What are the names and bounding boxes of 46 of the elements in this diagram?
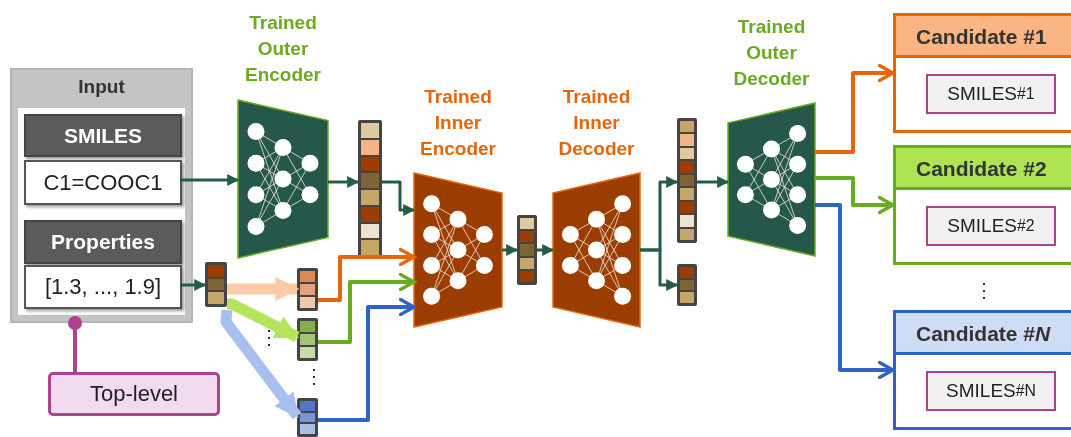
arrow (180, 279, 207, 291)
arrow (697, 176, 730, 188)
candidate-card (893, 145, 1071, 265)
vector-bar (297, 268, 318, 311)
vector-bar (297, 398, 318, 437)
section-heading: Properties (24, 220, 182, 264)
panel-title: Input (77, 76, 126, 98)
ellipsis-dots: ⋮ (304, 366, 324, 386)
input-panel (10, 68, 193, 323)
vector-bar (358, 120, 382, 258)
arrow (815, 203, 895, 380)
vector-bar (205, 262, 227, 307)
section-heading: SMILES (24, 114, 182, 157)
candidate-card (893, 310, 1071, 430)
candidate-heading: Candidate #N (896, 313, 1071, 355)
vector-bar (677, 264, 697, 306)
input-value: [1.3, ..., 1.9] (24, 265, 182, 309)
arrow (180, 174, 240, 186)
network-title: Trained Inner Decoder (557, 85, 636, 161)
ellipsis-dots: ⋮ (259, 327, 279, 347)
arrow (226, 298, 300, 342)
arrow (815, 63, 895, 154)
arrow (227, 277, 300, 301)
arrow (318, 272, 416, 344)
input-value: C1=COOC1 (24, 160, 182, 205)
vector-bar (677, 118, 697, 243)
connector-line (68, 316, 82, 372)
network-title: Trained Outer Encoder (244, 11, 322, 87)
candidate-heading: Candidate #2 (896, 148, 1071, 190)
network-title: Trained Outer Decoder (732, 15, 811, 91)
vector-bar (517, 215, 537, 285)
arrow (382, 180, 416, 216)
candidate-card (893, 13, 1071, 133)
candidate-heading: Candidate #1 (896, 16, 1071, 58)
network-title: Trained Inner Encoder (419, 85, 497, 161)
arrow (537, 244, 555, 256)
arrow (640, 248, 679, 291)
vector-bar (297, 318, 318, 361)
arrow (318, 247, 416, 302)
ellipsis-dots: ⋮ (974, 280, 994, 300)
arrow (318, 297, 416, 422)
level-tag: Top-level (48, 372, 220, 416)
arrow (220, 309, 302, 420)
arrow (815, 176, 895, 215)
arrow (502, 244, 519, 256)
arrow (328, 176, 360, 188)
